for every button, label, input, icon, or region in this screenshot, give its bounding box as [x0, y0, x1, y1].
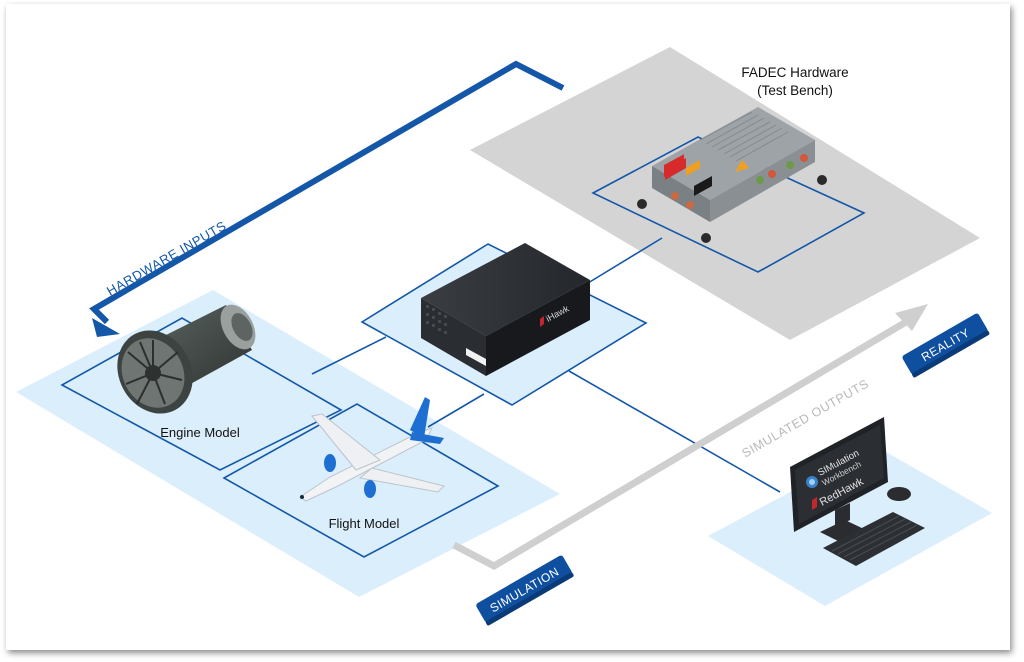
hardware-inputs-label: HARDWARE INPUTS [104, 218, 229, 299]
workstation-icon: SIMulation Workbench RedHawk [790, 417, 925, 566]
engine-icon [117, 304, 256, 414]
airplane-icon [299, 397, 445, 502]
fadec-hardware-icon [637, 107, 827, 243]
hardware-inputs-arrowhead [92, 318, 120, 337]
simulated-outputs-arrow [452, 318, 908, 571]
flight-model-outline [222, 403, 500, 558]
connection-lines [311, 237, 781, 493]
fadec-outline [591, 136, 866, 273]
fadec-title-line2: (Test Bench) [757, 83, 833, 98]
ihawk-server-icon: iHawk [421, 243, 590, 376]
hardware-inputs-arrow [89, 60, 565, 325]
engine-model-label: Engine Model [160, 425, 240, 440]
flight-model-label: Flight Model [329, 516, 400, 531]
simulated-outputs-arrowhead [895, 304, 928, 331]
fadec-title-line1: FADEC Hardware [741, 65, 848, 80]
